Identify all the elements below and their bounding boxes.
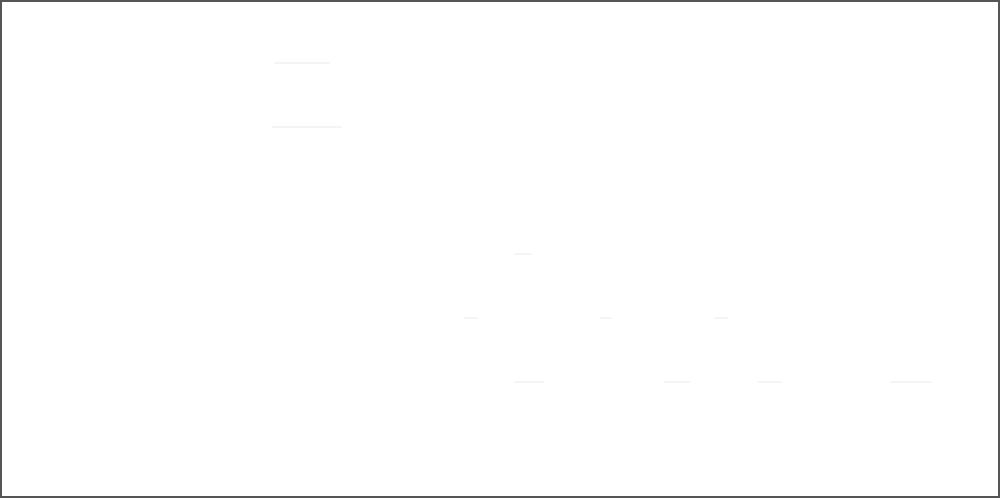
faint-mark xyxy=(664,381,690,383)
faint-mark xyxy=(514,253,532,255)
faint-mark xyxy=(758,381,782,383)
faint-mark xyxy=(890,381,932,383)
faint-mark xyxy=(514,381,544,383)
faint-mark xyxy=(714,317,728,319)
faint-mark xyxy=(274,62,330,64)
faint-mark xyxy=(464,317,478,319)
faint-mark xyxy=(600,317,612,319)
faint-mark xyxy=(272,126,342,128)
